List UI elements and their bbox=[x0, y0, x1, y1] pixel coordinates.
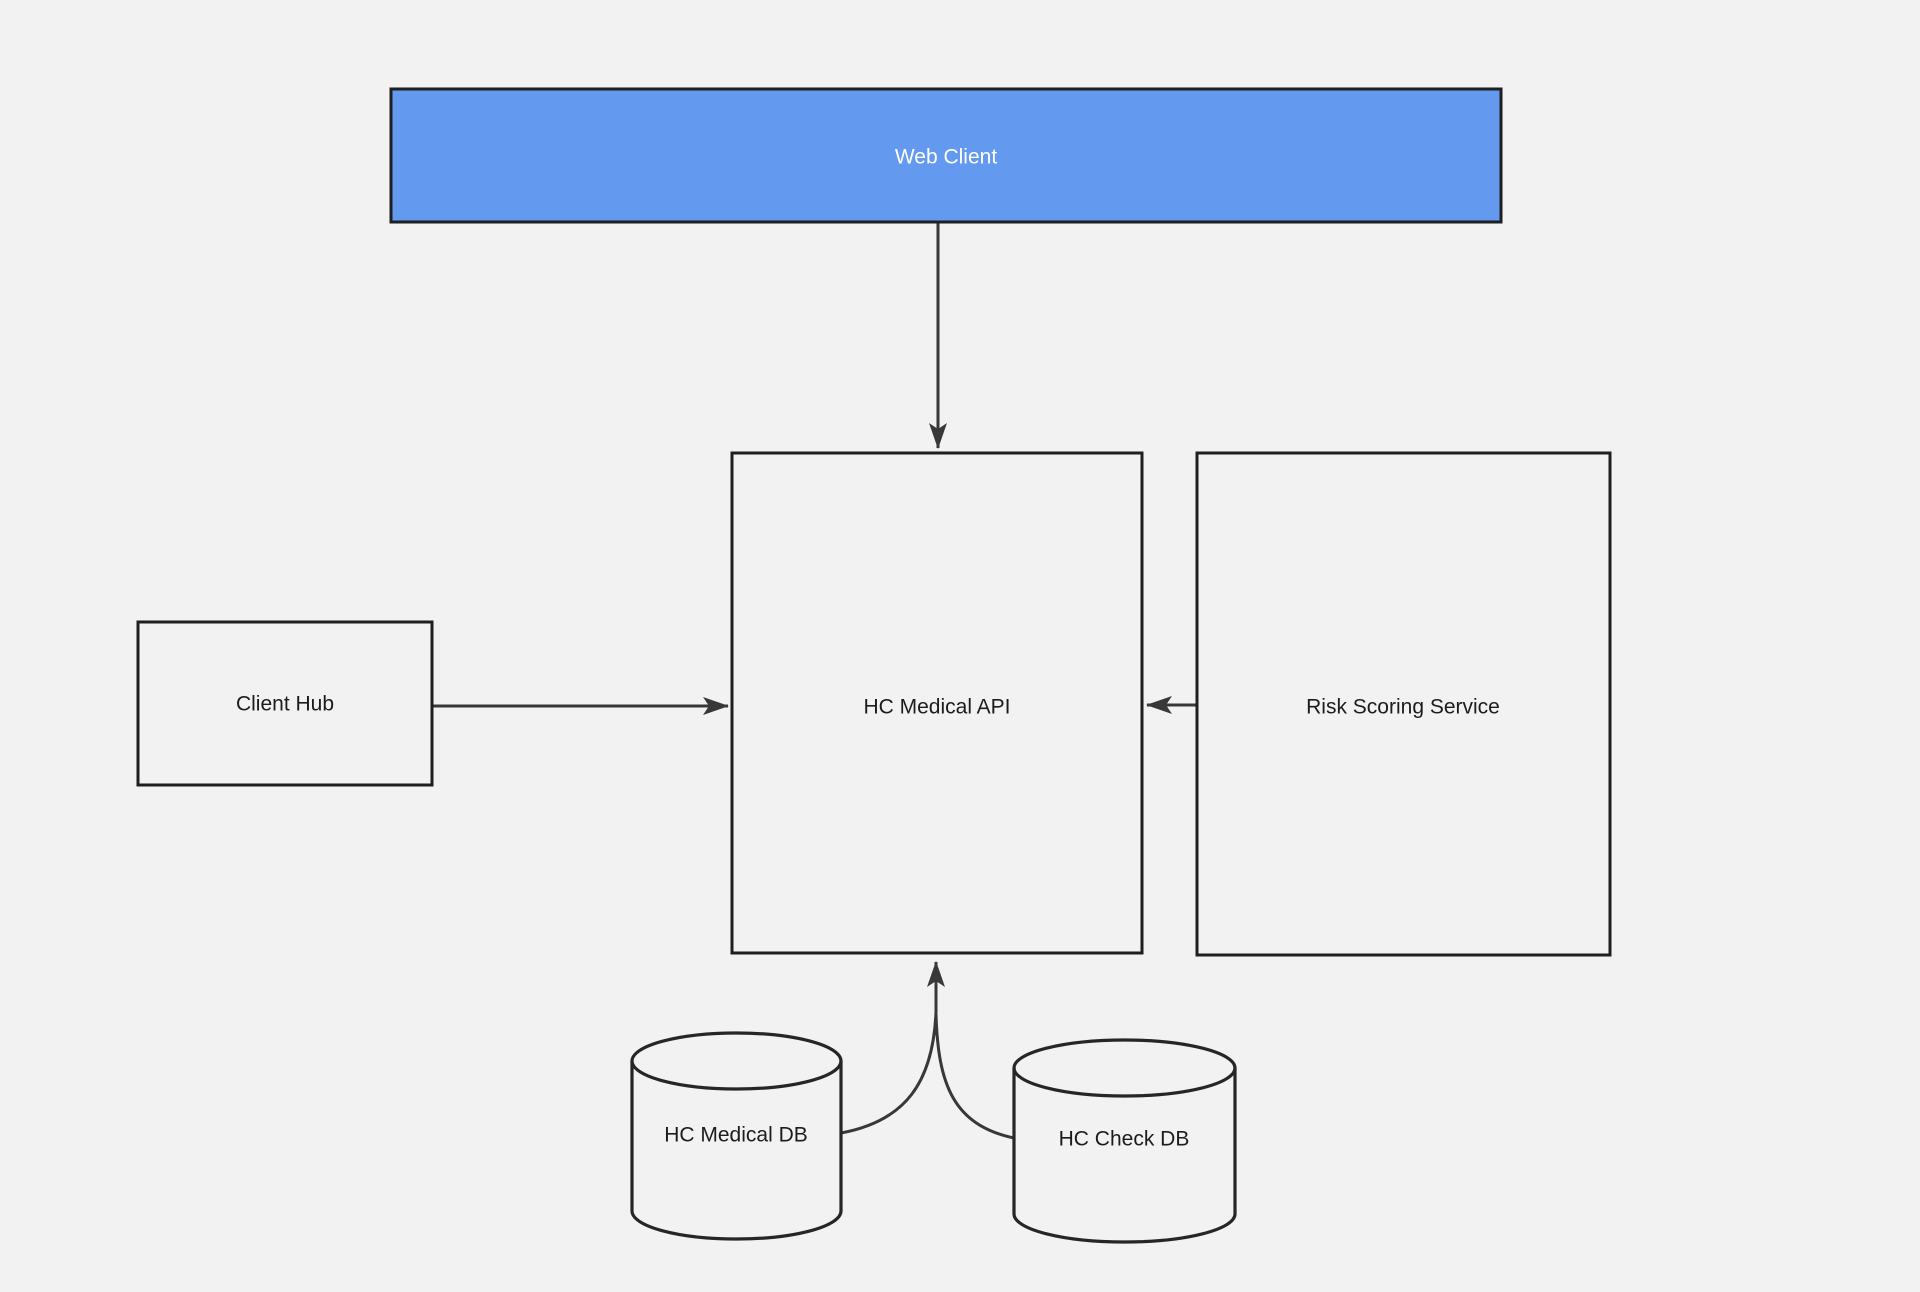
risk-scoring-service-label: Risk Scoring Service bbox=[1306, 696, 1500, 719]
node-hc-medical-db[interactable]: HC Medical DB bbox=[630, 1031, 843, 1241]
hc-check-db-cylinder[interactable] bbox=[1012, 1038, 1237, 1244]
hc-check-db-cylinder-lip bbox=[1012, 1067, 1237, 1098]
node-client-hub[interactable]: Client Hub bbox=[136, 620, 434, 787]
hc-medical-api-label: HC Medical API bbox=[863, 696, 1010, 719]
hc-check-db-label: HC Check DB bbox=[1059, 1128, 1190, 1151]
edge-medicaldb-to-api[interactable] bbox=[840, 961, 945, 1135]
hc-medical-db-cylinder-lip bbox=[630, 1060, 843, 1091]
node-risk-scoring-service[interactable]: Risk Scoring Service bbox=[1195, 451, 1612, 957]
connectors bbox=[433, 223, 1196, 1140]
node-hc-check-db[interactable]: HC Check DB bbox=[1012, 1038, 1237, 1244]
node-web-client[interactable]: Web Client bbox=[389, 87, 1503, 224]
web-client-box[interactable] bbox=[389, 87, 1503, 224]
web-client-label: Web Client bbox=[895, 146, 997, 169]
risk-scoring-service-box[interactable] bbox=[1195, 451, 1612, 957]
client-hub-label: Client Hub bbox=[236, 693, 334, 716]
hc-medical-api-box[interactable] bbox=[730, 451, 1144, 955]
node-hc-medical-api[interactable]: HC Medical API bbox=[730, 451, 1144, 955]
edge-checkdb-to-api[interactable] bbox=[934, 1013, 1015, 1140]
hc-medical-db-label: HC Medical DB bbox=[664, 1124, 808, 1147]
client-hub-box[interactable] bbox=[136, 620, 434, 787]
